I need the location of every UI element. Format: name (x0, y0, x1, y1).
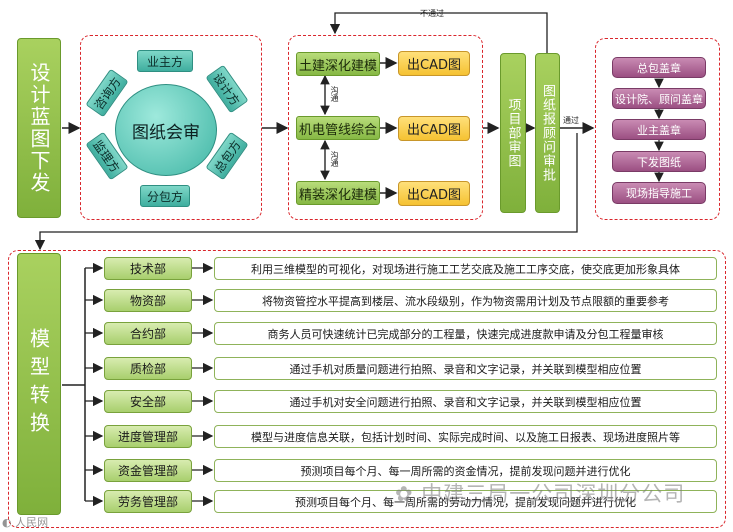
cad-box-3: 出CAD图 (398, 181, 470, 206)
mep-coordination-box: 机电管线综合 (296, 116, 380, 140)
department-desc: 通过手机对安全问题进行拍照、录音和文字记录，并关联到模型相应位置 (289, 395, 642, 409)
deepening-group (288, 35, 483, 220)
drawing-review-meeting-label: 图纸会审 (132, 122, 200, 143)
party-owner-label: 业主方 (146, 54, 183, 69)
department-desc-box-6: 模型与进度信息关联，包括计划时间、实际完成时间、以及施工日报表、现场进度照片等 (214, 425, 717, 448)
department-name: 劳务管理部 (117, 495, 178, 509)
department-desc-box-7: 预测项目每个月、每一周所需的资金情况，提前发现问题并进行优化 (214, 459, 717, 482)
not-passed-label: 不通过 (420, 9, 444, 18)
approval-step-5-label: 现场指导施工 (626, 187, 692, 200)
communicate-label-2: 沟通 (330, 151, 342, 169)
cad-box-1: 出CAD图 (398, 51, 470, 76)
approval-group (595, 38, 720, 220)
department-desc: 预测项目每个月、每一周所需的劳动力情况，提前发现问题并进行优化 (295, 495, 636, 509)
department-box-2: 物资部 (104, 289, 192, 312)
department-name: 物资部 (129, 294, 166, 308)
department-desc-box-1: 利用三维模型的可视化，对现场进行施工工艺交底及施工工序交底，使交底更加形象具体 (214, 257, 717, 280)
department-desc-box-8: 预测项目每个月、每一周所需的劳动力情况，提前发现问题并进行优化 (214, 490, 717, 513)
watermark-icon: ✿ (395, 482, 422, 506)
design-release-box: 设计蓝图下发 (17, 38, 61, 218)
approval-step-4: 下发图纸 (612, 151, 706, 172)
cad-label-2: 出CAD图 (407, 123, 461, 138)
meeting-group (80, 35, 262, 220)
model-usage-group (8, 250, 726, 528)
model-convert-box: 模型转换 (17, 253, 61, 515)
corner-mark-text: 人民网 (15, 516, 49, 529)
watermark-text: 中建三局一公司深圳分公司 (421, 482, 686, 506)
consultant-review-box: 图纸报顾问审批 (535, 53, 560, 213)
department-box-3: 合约部 (104, 322, 192, 345)
party-owner: 业主方 (137, 50, 193, 72)
department-desc: 将物资管控水平提高到楼层、流水段级别，作为物资需用计划及节点限额的重要参考 (262, 294, 669, 308)
civil-modeling-box: 土建深化建模 (296, 52, 380, 76)
cad-label-1: 出CAD图 (407, 58, 461, 73)
department-desc-box-3: 商务人员可快速统计已完成部分的工程量，快速完成进度款申请及分包工程量审核 (214, 322, 717, 345)
department-desc-box-5: 通过手机对安全问题进行拍照、录音和文字记录，并关联到模型相应位置 (214, 390, 717, 413)
approval-step-2: 设计院、顾问盖章 (612, 88, 706, 109)
department-name: 技术部 (129, 262, 166, 276)
decoration-modeling-box: 精装深化建模 (296, 181, 380, 205)
department-desc: 通过手机对质量问题进行拍照、录音和文字记录，并关联到模型相应位置 (289, 362, 642, 376)
civil-modeling-label: 土建深化建模 (298, 58, 377, 74)
approval-step-1: 总包盖章 (612, 57, 706, 78)
department-desc-box-4: 通过手机对质量问题进行拍照、录音和文字记录，并关联到模型相应位置 (214, 357, 717, 380)
design-release-label: 设计蓝图下发 (27, 62, 51, 194)
decoration-modeling-label: 精装深化建模 (298, 187, 377, 203)
communicate-label-1: 沟通 (330, 86, 342, 104)
approval-step-3-label: 业主盖章 (637, 123, 681, 137)
department-desc: 模型与进度信息关联，包括计划时间、实际完成时间、以及施工日报表、现场进度照片等 (251, 430, 680, 444)
department-name: 合约部 (129, 327, 166, 341)
approval-step-4-label: 下发图纸 (637, 155, 681, 169)
model-convert-label: 模型转换 (26, 328, 51, 440)
drawing-review-meeting-circle: 图纸会审 (115, 84, 217, 176)
department-desc: 商务人员可快速统计已完成部分的工程量，快速完成进度款申请及分包工程量审核 (267, 327, 664, 341)
cad-label-3: 出CAD图 (407, 188, 461, 203)
department-box-1: 技术部 (104, 257, 192, 280)
approval-step-5: 现场指导施工 (612, 182, 706, 204)
party-subcontractor: 分包方 (140, 185, 190, 207)
cad-box-2: 出CAD图 (398, 116, 470, 141)
department-name: 安全部 (129, 395, 166, 409)
party-subcontractor-label: 分包方 (146, 189, 183, 204)
approval-step-1-label: 总包盖章 (637, 61, 681, 75)
department-box-7: 资金管理部 (104, 459, 192, 482)
department-name: 质检部 (129, 362, 166, 376)
department-name: 进度管理部 (117, 430, 178, 444)
corner-mark: ◐ 人民网 (2, 514, 48, 530)
communicate-text-2: 沟通 (330, 151, 339, 167)
department-box-6: 进度管理部 (104, 425, 192, 448)
approval-step-3: 业主盖章 (612, 119, 706, 140)
department-box-5: 安全部 (104, 390, 192, 413)
corner-mark-icon: ◐ (2, 516, 16, 529)
communicate-text-1: 沟通 (330, 86, 339, 102)
department-box-8: 劳务管理部 (104, 490, 192, 513)
approval-step-2-label: 设计院、顾问盖章 (615, 92, 703, 106)
department-desc-box-2: 将物资管控水平提高到楼层、流水段级别，作为物资需用计划及节点限额的重要参考 (214, 289, 717, 312)
department-name: 资金管理部 (117, 464, 178, 478)
consultant-review-label: 图纸报顾问审批 (540, 84, 555, 182)
project-review-label: 项目部审图 (505, 98, 521, 168)
department-desc: 利用三维模型的可视化，对现场进行施工工艺交底及施工工序交底，使交底更加形象具体 (251, 262, 680, 276)
mep-coordination-label: 机电管线综合 (298, 122, 377, 138)
watermark: ✿ 中建三局一公司深圳分公司 (395, 478, 685, 508)
department-desc: 预测项目每个月、每一周所需的资金情况，提前发现问题并进行优化 (300, 464, 631, 478)
department-box-4: 质检部 (104, 357, 192, 380)
project-review-box: 项目部审图 (500, 53, 526, 213)
passed-label: 通过 (563, 116, 579, 125)
